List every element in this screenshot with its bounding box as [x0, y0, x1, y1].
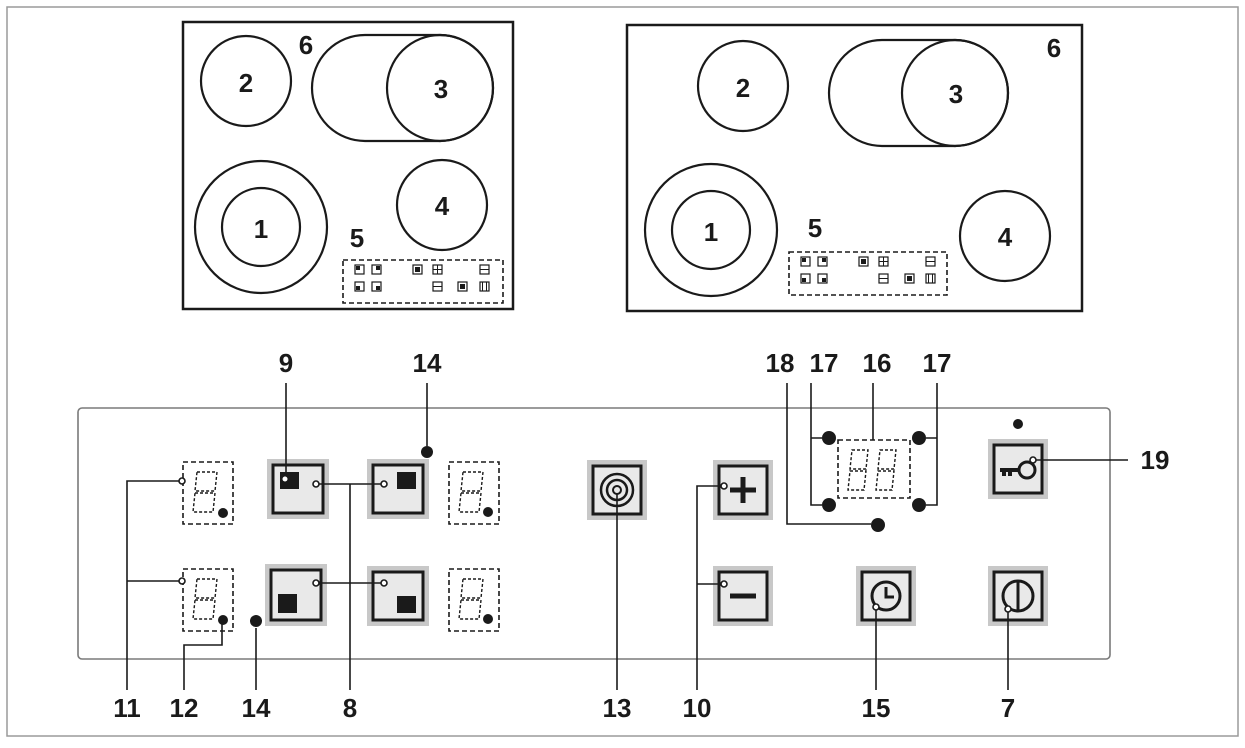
- hob-right-zone-3: [900, 38, 1010, 148]
- callout-12: 12: [170, 693, 199, 723]
- callout-15: 15: [862, 693, 891, 723]
- zone-display-bottom-left: [182, 568, 234, 632]
- hob-right: 2 3 1 4 6 5: [625, 23, 1084, 313]
- figure-frame: [6, 6, 1239, 737]
- power-icon: [1001, 579, 1035, 613]
- callout-16: 16: [863, 348, 892, 378]
- hob-left-callout-6: 6: [299, 30, 313, 60]
- zone-select-button-bottom-left[interactable]: [265, 564, 327, 626]
- plus-button[interactable]: [713, 460, 773, 520]
- leader-lines: [126, 383, 1128, 690]
- zone-display-top-right: [448, 461, 500, 525]
- hob-left-zone-2-label: 2: [239, 68, 253, 98]
- callout-19: 19: [1141, 445, 1170, 475]
- callout-17-right: 17: [923, 348, 952, 378]
- timer-indicator-led: [871, 518, 885, 532]
- hob-right-zone-3-label: 3: [949, 79, 963, 109]
- hob-right-zone-4-label: 4: [998, 222, 1013, 252]
- hob-left-zone-1-label: 1: [254, 214, 268, 244]
- hob-left-zone-3: [385, 33, 495, 143]
- timer-zone-led-top-right: [912, 431, 926, 445]
- hob-left-control-icons: [354, 264, 490, 292]
- callout-17-left: 17: [810, 348, 839, 378]
- hob-left-control-area: [342, 259, 504, 304]
- timer-zone-led-bottom-right: [912, 498, 926, 512]
- control-panel-outline: [77, 407, 1111, 660]
- hob-right-outline: [625, 23, 1084, 313]
- hob-left: 2 3 1 4 6 5: [181, 20, 515, 311]
- timer-zone-led-top-left: [822, 431, 836, 445]
- hob-right-control-icons: [800, 256, 936, 284]
- hob-left-outline: [181, 20, 515, 311]
- callout-8: 8: [343, 693, 357, 723]
- minus-button[interactable]: [713, 566, 773, 626]
- zone-select-button-top-right[interactable]: [367, 459, 429, 519]
- hob-left-zone-2: [199, 34, 293, 128]
- hob-right-zone-2-label: 2: [736, 73, 750, 103]
- hob-right-zone-1-label: 1: [704, 217, 718, 247]
- plus-icon: [730, 477, 756, 503]
- key-lock-icon: [1000, 460, 1037, 480]
- callout-14-bottom: 14: [242, 693, 271, 723]
- callout-10: 10: [683, 693, 712, 723]
- callout-14-top: 14: [413, 348, 442, 378]
- child-lock-button[interactable]: [988, 439, 1048, 499]
- timer-zone-led-bottom-left: [822, 498, 836, 512]
- power-button[interactable]: [988, 566, 1048, 626]
- hob-right-callout-5: 5: [808, 213, 822, 243]
- hob-right-zone-4: [958, 189, 1052, 283]
- hob-left-zone-1-inner: [220, 186, 302, 268]
- hob-left-callout-5: 5: [350, 223, 364, 253]
- callout-13: 13: [603, 693, 632, 723]
- indicator-led-top: [421, 446, 433, 458]
- hob-left-zone-1-outer: [193, 159, 329, 295]
- hob-left-zone-3-label: 3: [434, 74, 448, 104]
- clock-icon: [870, 580, 902, 612]
- zone-select-button-top-left[interactable]: [267, 459, 329, 519]
- indicator-led-bottom: [250, 615, 262, 627]
- hob-right-zone-1-outer: [643, 162, 779, 298]
- timer-button[interactable]: [856, 566, 916, 626]
- timer-display: [837, 439, 911, 499]
- lock-indicator-dot: [1013, 419, 1023, 429]
- callout-7: 7: [1001, 693, 1015, 723]
- zone-display-bottom-right: [448, 568, 500, 632]
- callout-18: 18: [766, 348, 795, 378]
- hob-left-zone-4: [395, 158, 489, 252]
- callout-11: 11: [113, 693, 141, 723]
- hob-right-zone-2: [696, 39, 790, 133]
- zone-select-button-bottom-right[interactable]: [367, 566, 429, 626]
- zone-display-top-left: [182, 461, 234, 525]
- hob-left-zone-4-label: 4: [435, 191, 450, 221]
- hob-right-zone-1-inner: [670, 189, 752, 271]
- hob-right-control-area: [788, 251, 948, 296]
- callout-9: 9: [279, 348, 293, 378]
- hob-right-callout-6: 6: [1047, 33, 1061, 63]
